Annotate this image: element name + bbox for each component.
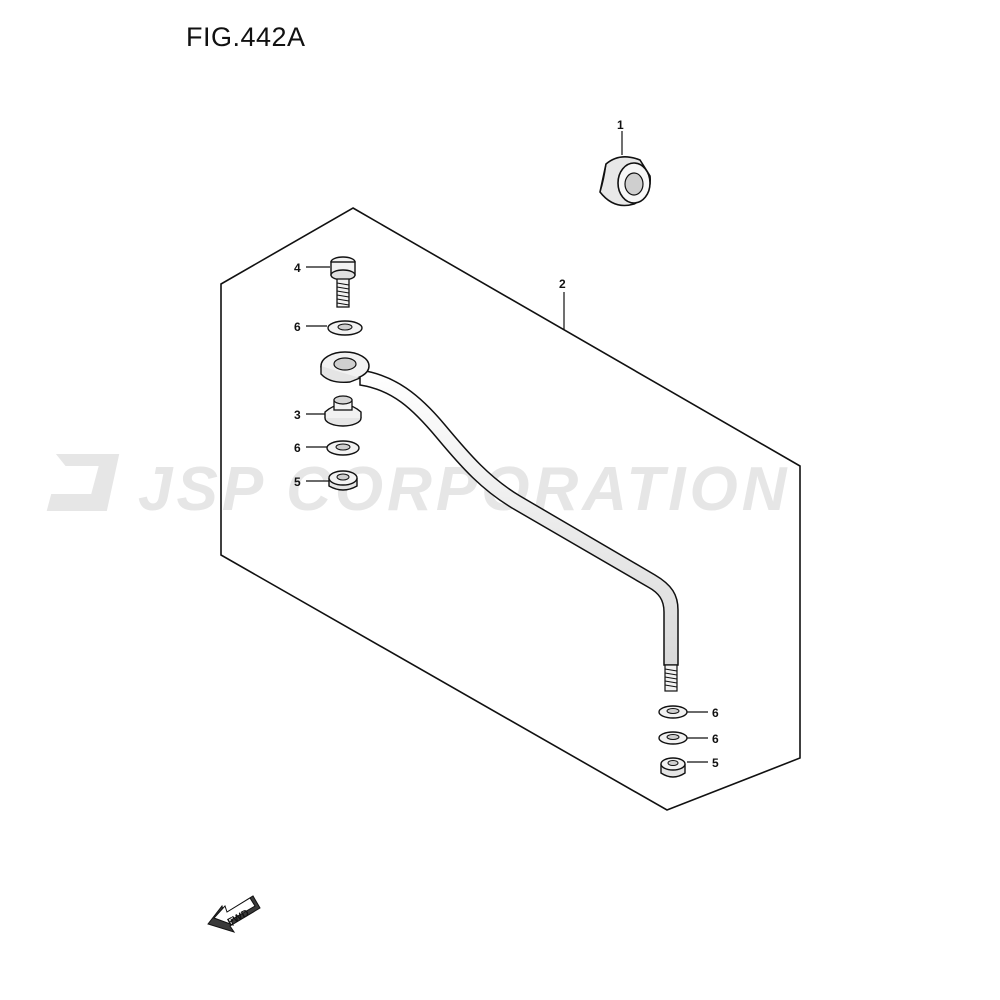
callout-5a: 5	[294, 475, 301, 489]
part-3-bushing	[324, 395, 362, 427]
callout-6c: 6	[712, 706, 719, 720]
callout-5b: 5	[712, 756, 719, 770]
callout-3: 3	[294, 408, 301, 422]
kit-outline	[220, 207, 801, 811]
fwd-arrow-icon: FWD	[207, 895, 261, 933]
callout-4: 4	[294, 261, 301, 275]
part-6-washer-top	[327, 320, 363, 336]
part-5-nut-right	[660, 757, 686, 778]
steering-rod	[320, 351, 679, 692]
part-4-bolt	[330, 256, 356, 308]
callout-1: 1	[617, 118, 624, 132]
callout-2: 2	[559, 277, 566, 291]
part-6-washer-right-1	[658, 705, 688, 719]
part-6-washer-right-2	[658, 731, 688, 745]
part-1-nut	[599, 156, 651, 207]
callout-6d: 6	[712, 732, 719, 746]
callout-6b: 6	[294, 441, 301, 455]
callout-6a: 6	[294, 320, 301, 334]
part-5-nut-left	[328, 470, 358, 491]
figure-title: FIG.442A	[186, 22, 306, 52]
part-6-washer-middle	[326, 440, 360, 456]
